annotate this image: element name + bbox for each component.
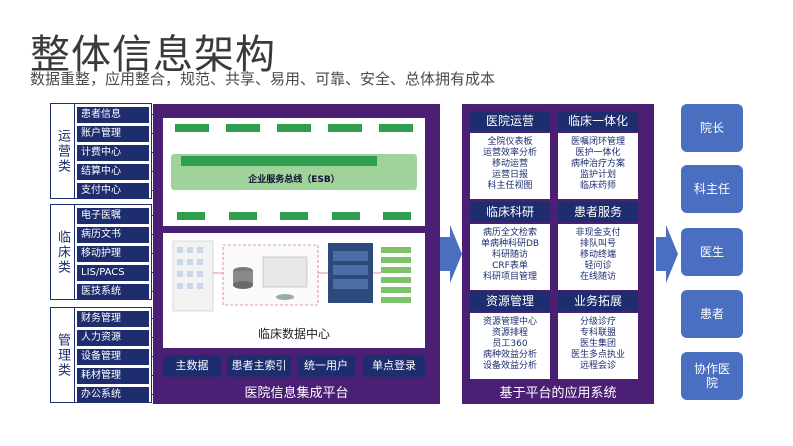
- esb-node: [280, 212, 308, 220]
- app-cell-line: 医嘱闭环管理: [570, 137, 625, 147]
- app-cell-line: CRF表单: [492, 261, 528, 271]
- esb-node: [175, 124, 209, 132]
- tag-unified-user: 统一用户: [297, 355, 355, 377]
- page-subtitle: 数据重整，应用整合，规范、共享、易用、可靠、安全、总体拥有成本: [30, 70, 496, 88]
- app-cell-line: 科研随访: [491, 250, 528, 260]
- group-item: 病历文书: [77, 227, 149, 243]
- group-item: 患者信息: [77, 107, 149, 123]
- app-cell-line: 医生集团: [579, 339, 616, 349]
- role-partner-hospital: 协作医院: [681, 352, 743, 400]
- app-cell-line: 运营效率分析: [482, 148, 537, 158]
- esb-label: 企业服务总线（ESB）: [248, 175, 340, 185]
- tag-master-data: 主数据: [163, 355, 221, 377]
- group-item: 账户管理: [77, 126, 149, 142]
- group-item: 电子医嘱: [77, 208, 149, 224]
- group-label: 管理类: [51, 308, 75, 402]
- role-patient: 患者: [681, 290, 743, 338]
- esb-node: [383, 212, 411, 220]
- group-label: 运营类: [51, 104, 75, 198]
- tag-sso: 单点登录: [363, 355, 425, 377]
- app-cell-body: 医嘱闭环管理医护一体化病种治疗方案监护计划临床药师: [558, 133, 638, 199]
- chevron-right-icon: [440, 225, 462, 283]
- group-item: 办公系统: [77, 387, 149, 403]
- group-item: 设备管理: [77, 349, 149, 365]
- esb-diagram: 企业服务总线（ESB）: [163, 118, 425, 226]
- app-cell-line: 轻问诊: [584, 261, 612, 271]
- app-cell-head: 医院运营: [470, 111, 550, 131]
- group-item: 人力资源: [77, 330, 149, 346]
- app-cell-line: 科研项目管理: [482, 272, 537, 282]
- app-cell-line: 分级诊疗: [579, 317, 616, 327]
- app-cell-head: 患者服务: [558, 202, 638, 222]
- esb-bus: 企业服务总线（ESB）: [171, 154, 417, 190]
- esb-node: [228, 212, 257, 220]
- clinical-data-center-diagram: 临床数据中心: [163, 233, 425, 348]
- chevron-right-icon: [656, 225, 678, 283]
- app-cell-line: 移动运营: [491, 159, 528, 169]
- group-item: 结算中心: [77, 164, 149, 180]
- group-item: 耗材管理: [77, 368, 149, 384]
- app-cell-line: 单病种科研DB: [480, 239, 540, 249]
- role-president: 院长: [681, 104, 743, 152]
- app-cell-line: 病种治疗方案: [570, 159, 625, 169]
- app-cell-line: 医生多点执业: [570, 350, 625, 360]
- group-item: 计费中心: [77, 145, 149, 161]
- tag-patient-index: 患者主索引: [227, 355, 291, 377]
- app-cell-line: 资源管理中心: [482, 317, 537, 327]
- esb-service-row: [175, 124, 413, 132]
- app-cell-head: 临床一体化: [558, 111, 638, 131]
- esb-node: [226, 124, 260, 132]
- app-cell-line: 科主任视图: [487, 181, 533, 191]
- app-cell-line: 专科联盟: [579, 328, 616, 338]
- esb-node: [331, 212, 360, 220]
- app-cell-line: 员工360: [492, 339, 528, 349]
- app-cell-line: 在线随访: [579, 272, 616, 282]
- app-cell-body: 全院仪表板运营效率分析移动运营运营日报科主任视图: [470, 133, 550, 199]
- esb-node: [277, 124, 311, 132]
- app-cell-line: 全院仪表板: [487, 137, 533, 147]
- app-cell-line: 远程会诊: [579, 361, 616, 371]
- platform-title: 医院信息集成平台: [244, 386, 349, 401]
- app-cell-line: 医护一体化: [575, 148, 621, 158]
- role-department-head: 科主任: [681, 165, 743, 213]
- group-item: 医技系统: [77, 284, 149, 300]
- group-management: 管理类 财务管理 人力资源 设备管理 耗材管理 办公系统: [50, 307, 152, 403]
- app-cell-line: 病历全文检索: [482, 228, 537, 238]
- app-cell-head: 资源管理: [470, 291, 550, 311]
- app-cell-line: 移动终端: [579, 250, 616, 260]
- esb-node: [328, 124, 362, 132]
- cdc-illustration: [172, 240, 411, 312]
- esb-system-row: [177, 212, 411, 220]
- cdc-label: 临床数据中心: [257, 327, 330, 341]
- app-cell-body: 分级诊疗专科联盟医生集团医生多点执业远程会诊: [558, 313, 638, 379]
- app-cell-head: 临床科研: [470, 202, 550, 222]
- app-cell-body: 非现金支付排队叫号移动终端轻问诊在线随访: [558, 224, 638, 290]
- apps-title: 基于平台的应用系统: [499, 386, 617, 401]
- app-cell-line: 临床药师: [579, 181, 616, 191]
- app-cell-line: 监护计划: [579, 170, 616, 180]
- app-cell-head: 业务拓展: [558, 291, 638, 311]
- group-label: 临床类: [51, 205, 75, 299]
- page-title: 整体信息架构: [30, 32, 276, 78]
- group-clinical: 临床类 电子医嘱 病历文书 移动护理 LIS/PACS 医技系统: [50, 204, 152, 300]
- esb-bus-services: [181, 156, 377, 166]
- app-cell-line: 设备效益分析: [482, 361, 537, 371]
- app-cell-line: 非现金支付: [575, 228, 621, 238]
- group-item: 财务管理: [77, 311, 149, 327]
- group-item: 移动护理: [77, 246, 149, 262]
- app-cell-line: 资源排程: [491, 328, 528, 338]
- esb-node: [379, 124, 413, 132]
- esb-node: [177, 212, 205, 220]
- role-doctor: 医生: [681, 228, 743, 276]
- group-operations: 运营类 患者信息 账户管理 计费中心 结算中心 支付中心: [50, 103, 152, 199]
- app-cell-line: 排队叫号: [579, 239, 616, 249]
- group-item: 支付中心: [77, 183, 149, 199]
- group-item: LIS/PACS: [77, 265, 149, 281]
- app-cell-line: 运营日报: [491, 170, 528, 180]
- app-cell-line: 病种效益分析: [482, 350, 537, 360]
